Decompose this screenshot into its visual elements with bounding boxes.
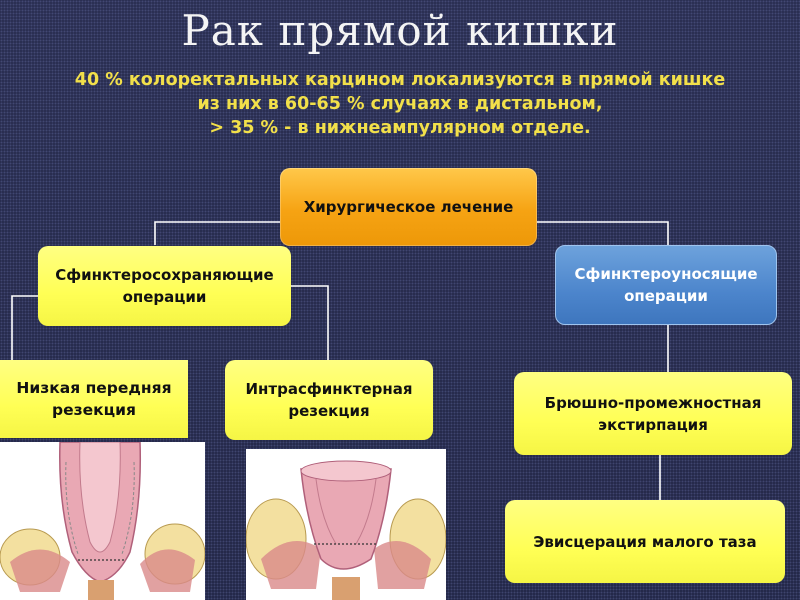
low-anterior-resection-box: Низкая передняя резекция: [0, 360, 188, 438]
pelvic-evisceration-label: Эвисцерация малого таза: [533, 532, 757, 551]
subtitle-line-1: 40 % колоректальных карцином локализуютс…: [74, 70, 726, 90]
subtitle: 40 % колоректальных карцином локализуютс…: [0, 68, 800, 140]
abdominoperineal-extirpation-box: Брюшно-промежностная экстирпация: [514, 372, 792, 455]
low-anterior-resection-illustration: [0, 442, 205, 600]
sphincter-preserving-label: Сфинктеросохраняющие операции: [55, 266, 274, 306]
low-anterior-resection-label: Низкая передняя резекция: [16, 379, 172, 419]
root-surgical-treatment-box: Хирургическое лечение: [280, 168, 537, 246]
anal-canal-anatomy-icon: [246, 460, 446, 600]
intrasphincteric-resection-label: Интрасфинктерная резекция: [245, 380, 413, 420]
root-label: Хирургическое лечение: [303, 198, 514, 216]
sphincter-removing-label: Сфинктероуносящие операции: [574, 265, 758, 305]
sphincter-preserving-box: Сфинктеросохраняющие операции: [38, 246, 291, 326]
rectum-anatomy-icon: [0, 442, 205, 600]
intrasphincteric-resection-box: Интрасфинктерная резекция: [225, 360, 433, 440]
abdominoperineal-extirpation-label: Брюшно-промежностная экстирпация: [544, 393, 762, 434]
pelvic-evisceration-box: Эвисцерация малого таза: [505, 500, 785, 583]
page-title: Рак прямой кишки: [181, 6, 619, 55]
connector-left-low-resection: [11, 295, 38, 360]
sphincter-removing-box: Сфинктероуносящие операции: [555, 245, 777, 325]
connector-root-right: [536, 221, 669, 245]
subtitle-line-3: > 35 % - в нижнеампулярном отделе.: [209, 118, 591, 138]
connector-left-intrasphincteric: [291, 285, 329, 360]
intrasphincteric-resection-illustration: [246, 449, 446, 600]
subtitle-line-2: из них в 60-65 % случаях в дистальном,: [197, 94, 603, 114]
connector-root-left: [154, 221, 285, 245]
